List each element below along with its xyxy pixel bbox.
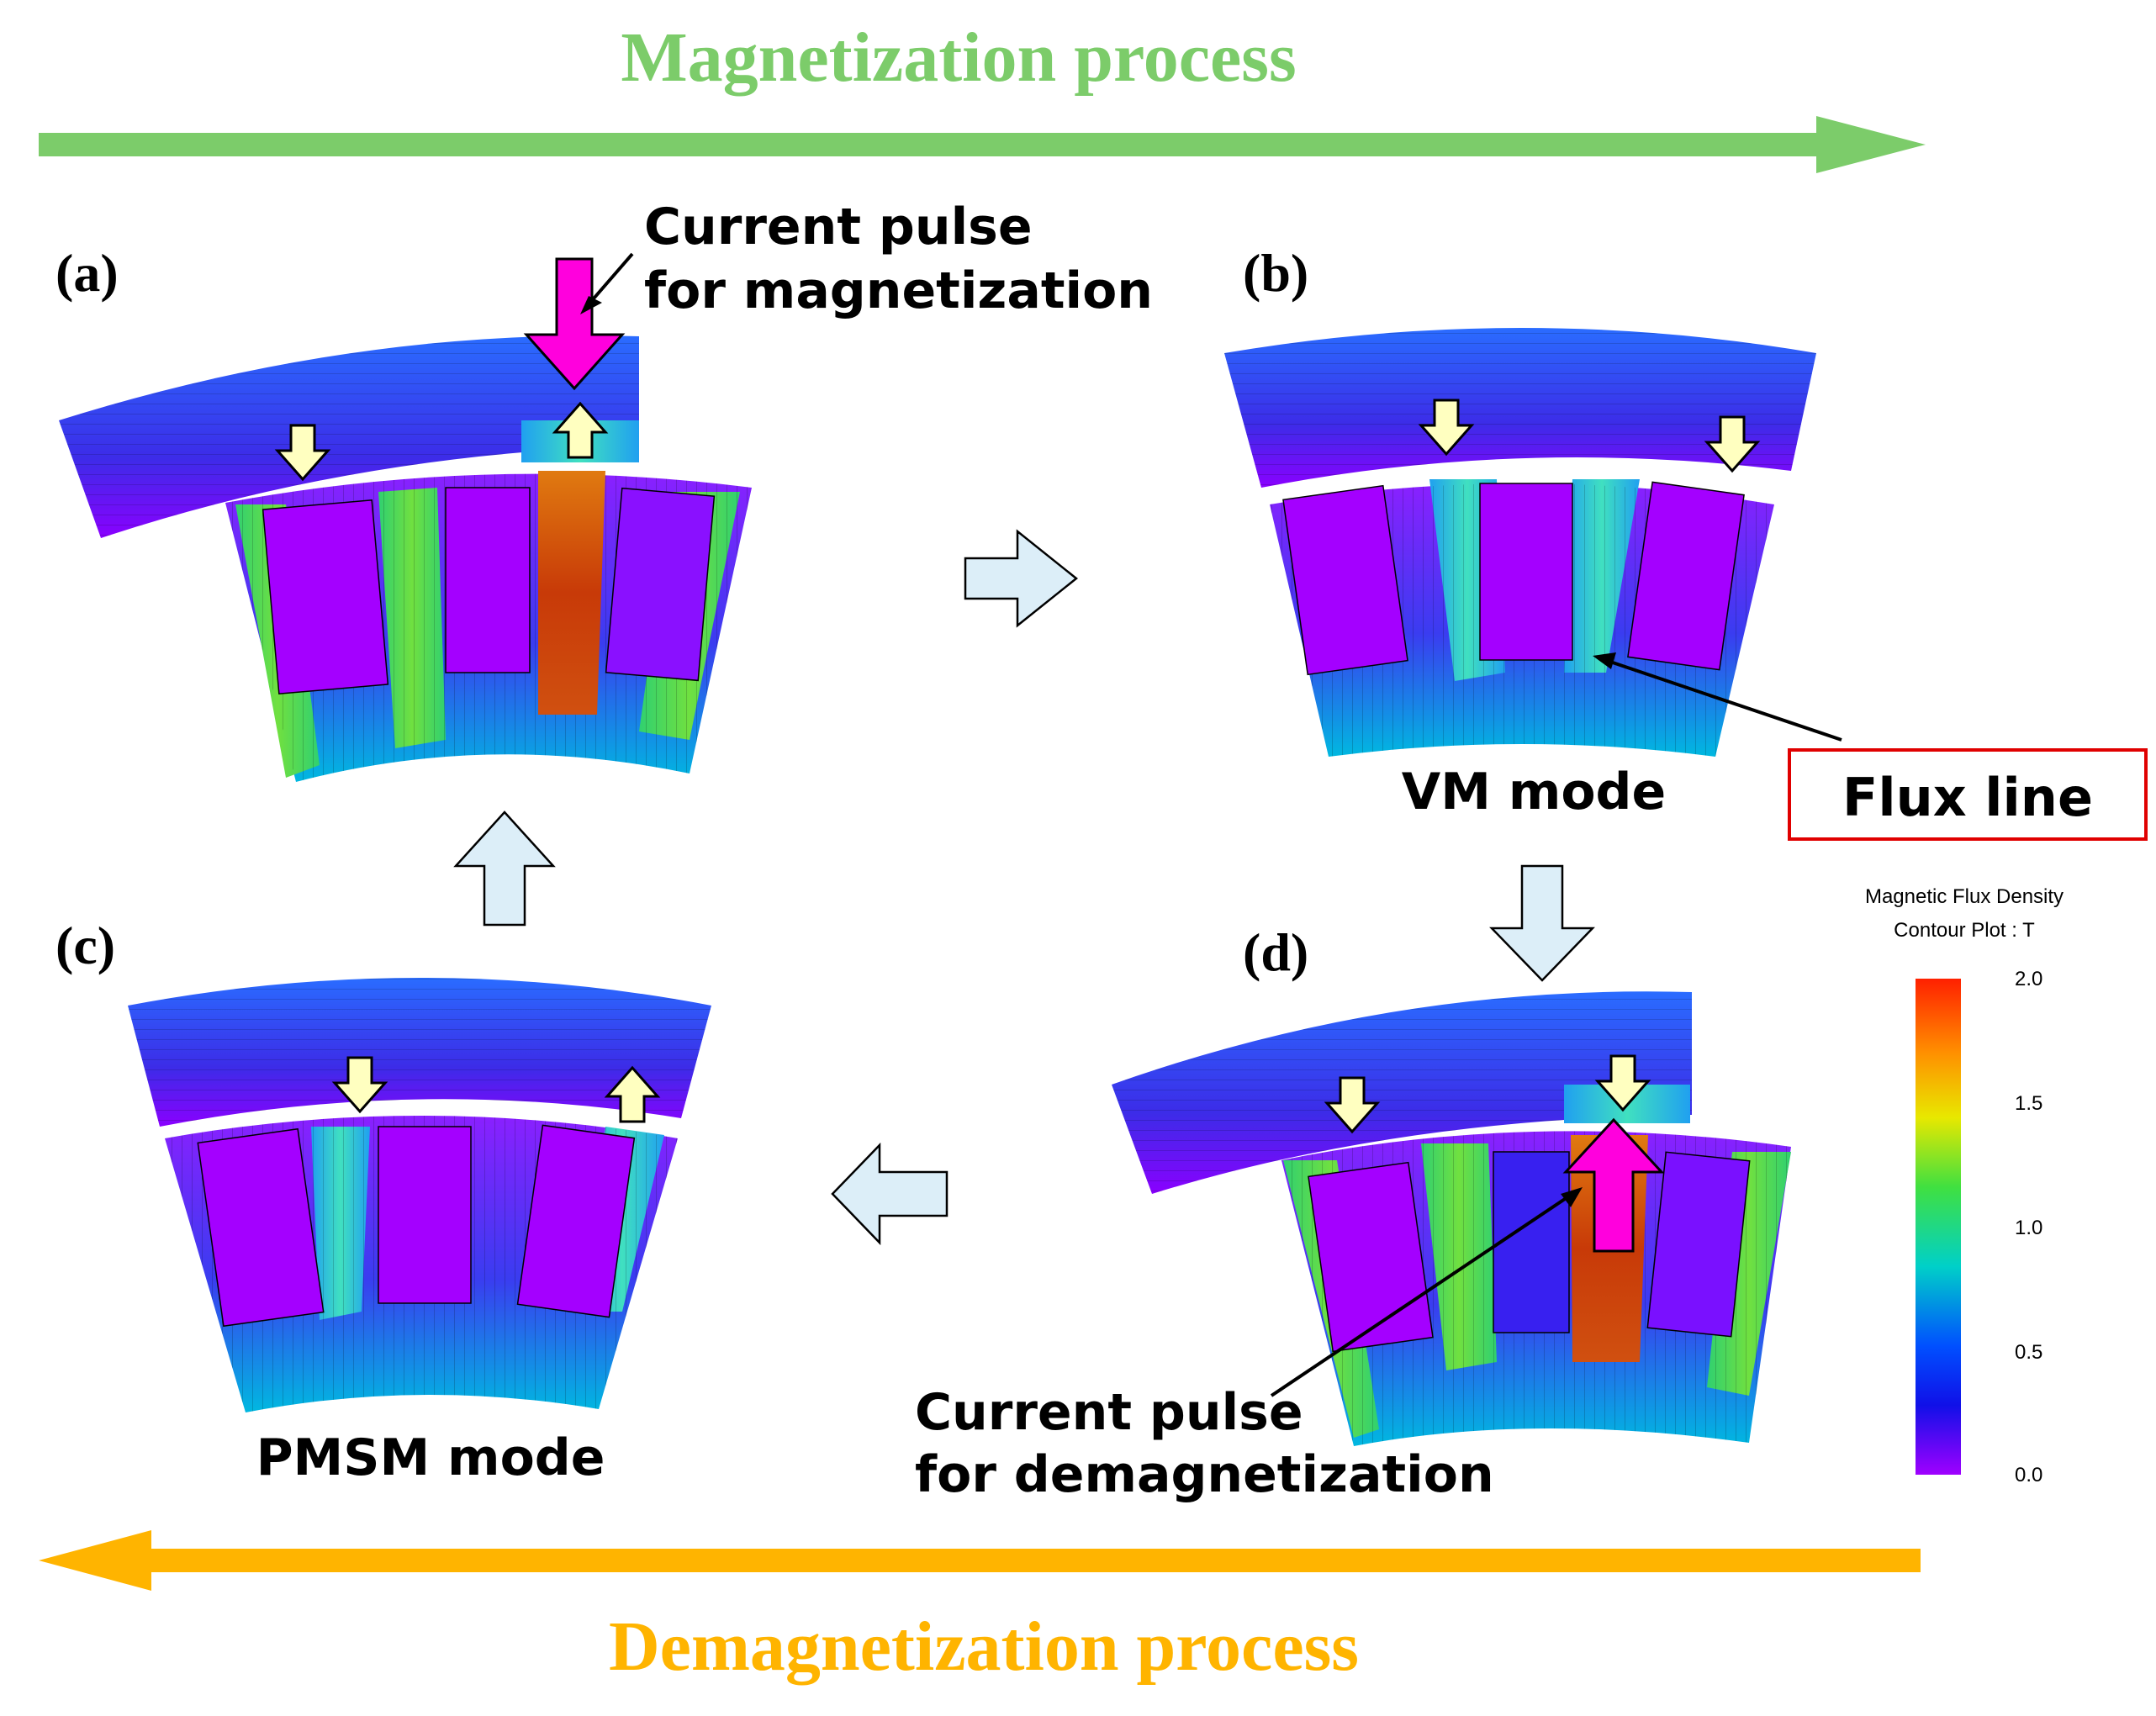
colorbar-tick: 1.0: [2015, 1217, 2042, 1239]
flux-line-callout: Flux line: [1788, 748, 2148, 841]
magnetizing-pulse-arrow: [523, 257, 626, 391]
magnet-c1: [197, 1127, 325, 1328]
panel-b-label: (b): [1243, 243, 1308, 303]
vm-mode-label: VM mode: [1402, 763, 1666, 821]
panel-b: (b) VM mode: [1224, 243, 1842, 821]
panel-d: (d) Current pulse for demagnetization: [915, 922, 1791, 1504]
rotor-section-c: [128, 978, 711, 1127]
magnet-d3: [1646, 1151, 1751, 1338]
magnetization-arrow: [39, 116, 1926, 173]
flux-line-label: Flux line: [1842, 767, 2093, 828]
magnet-b2: [1479, 483, 1573, 661]
annotation-leader: [1270, 1192, 1574, 1397]
stator-section-d: [1281, 1131, 1791, 1446]
magnet-a3: [605, 487, 716, 682]
colorbar-tick: 2.0: [2015, 968, 2042, 990]
demagnetizing-pulse-arrow: [1562, 1117, 1665, 1253]
colorbar-legend: Magnetic Flux Density Contour Plot : T 2…: [1865, 885, 2064, 1486]
rotor-section-b: [1224, 328, 1816, 488]
magnet-a2: [445, 487, 531, 673]
panel-a: (a) Current pulse for magnetization: [55, 198, 1153, 782]
colorbar-tick: 1.5: [2015, 1092, 2042, 1115]
rotor-section-a: [59, 335, 639, 538]
process-arrow-d-to-c: [831, 1142, 949, 1246]
panel-c: (c) PMSM mode: [55, 916, 711, 1487]
demagnetization-pulse-label: Current pulse for demagnetization: [915, 1383, 1494, 1504]
magnet-c2: [378, 1126, 472, 1304]
stator-section-c: [165, 1116, 678, 1412]
rotor-section-d: [1112, 991, 1692, 1194]
annotation-leader: [587, 252, 634, 306]
process-arrow-b-to-d: [1489, 864, 1595, 982]
panel-d-label: (d): [1243, 922, 1308, 982]
demagnetization-arrow: [39, 1530, 1921, 1591]
magnet-b3: [1627, 481, 1745, 671]
stator-section-b: [1270, 479, 1774, 757]
magnet-d1: [1308, 1161, 1434, 1353]
colorbar-title-line2: Contour Plot : T: [1894, 919, 2035, 942]
magnet-c3: [516, 1124, 636, 1318]
process-arrow-c-to-a: [453, 810, 556, 927]
magnetization-title: Magnetization process: [621, 18, 1296, 97]
panel-a-label: (a): [55, 243, 119, 303]
stator-section-a: [225, 471, 752, 782]
magnet-d2: [1493, 1151, 1570, 1333]
process-arrow-a-to-b: [964, 529, 1079, 628]
colorbar-tick: 0.5: [2015, 1341, 2042, 1364]
magnet-b1: [1282, 484, 1408, 676]
colorbar-title-line1: Magnetic Flux Density: [1865, 885, 2064, 908]
demagnetization-title: Demagnetization process: [609, 1608, 1359, 1686]
pmsm-mode-label: PMSM mode: [256, 1428, 605, 1487]
panel-c-label: (c): [55, 916, 115, 975]
flux-line-leader: [1602, 657, 1842, 742]
magnet-a1: [262, 499, 389, 695]
colorbar-gradient: [1916, 979, 1961, 1475]
magnetization-pulse-label: Current pulse for magnetization: [644, 198, 1153, 320]
colorbar-tick: 0.0: [2015, 1464, 2042, 1486]
